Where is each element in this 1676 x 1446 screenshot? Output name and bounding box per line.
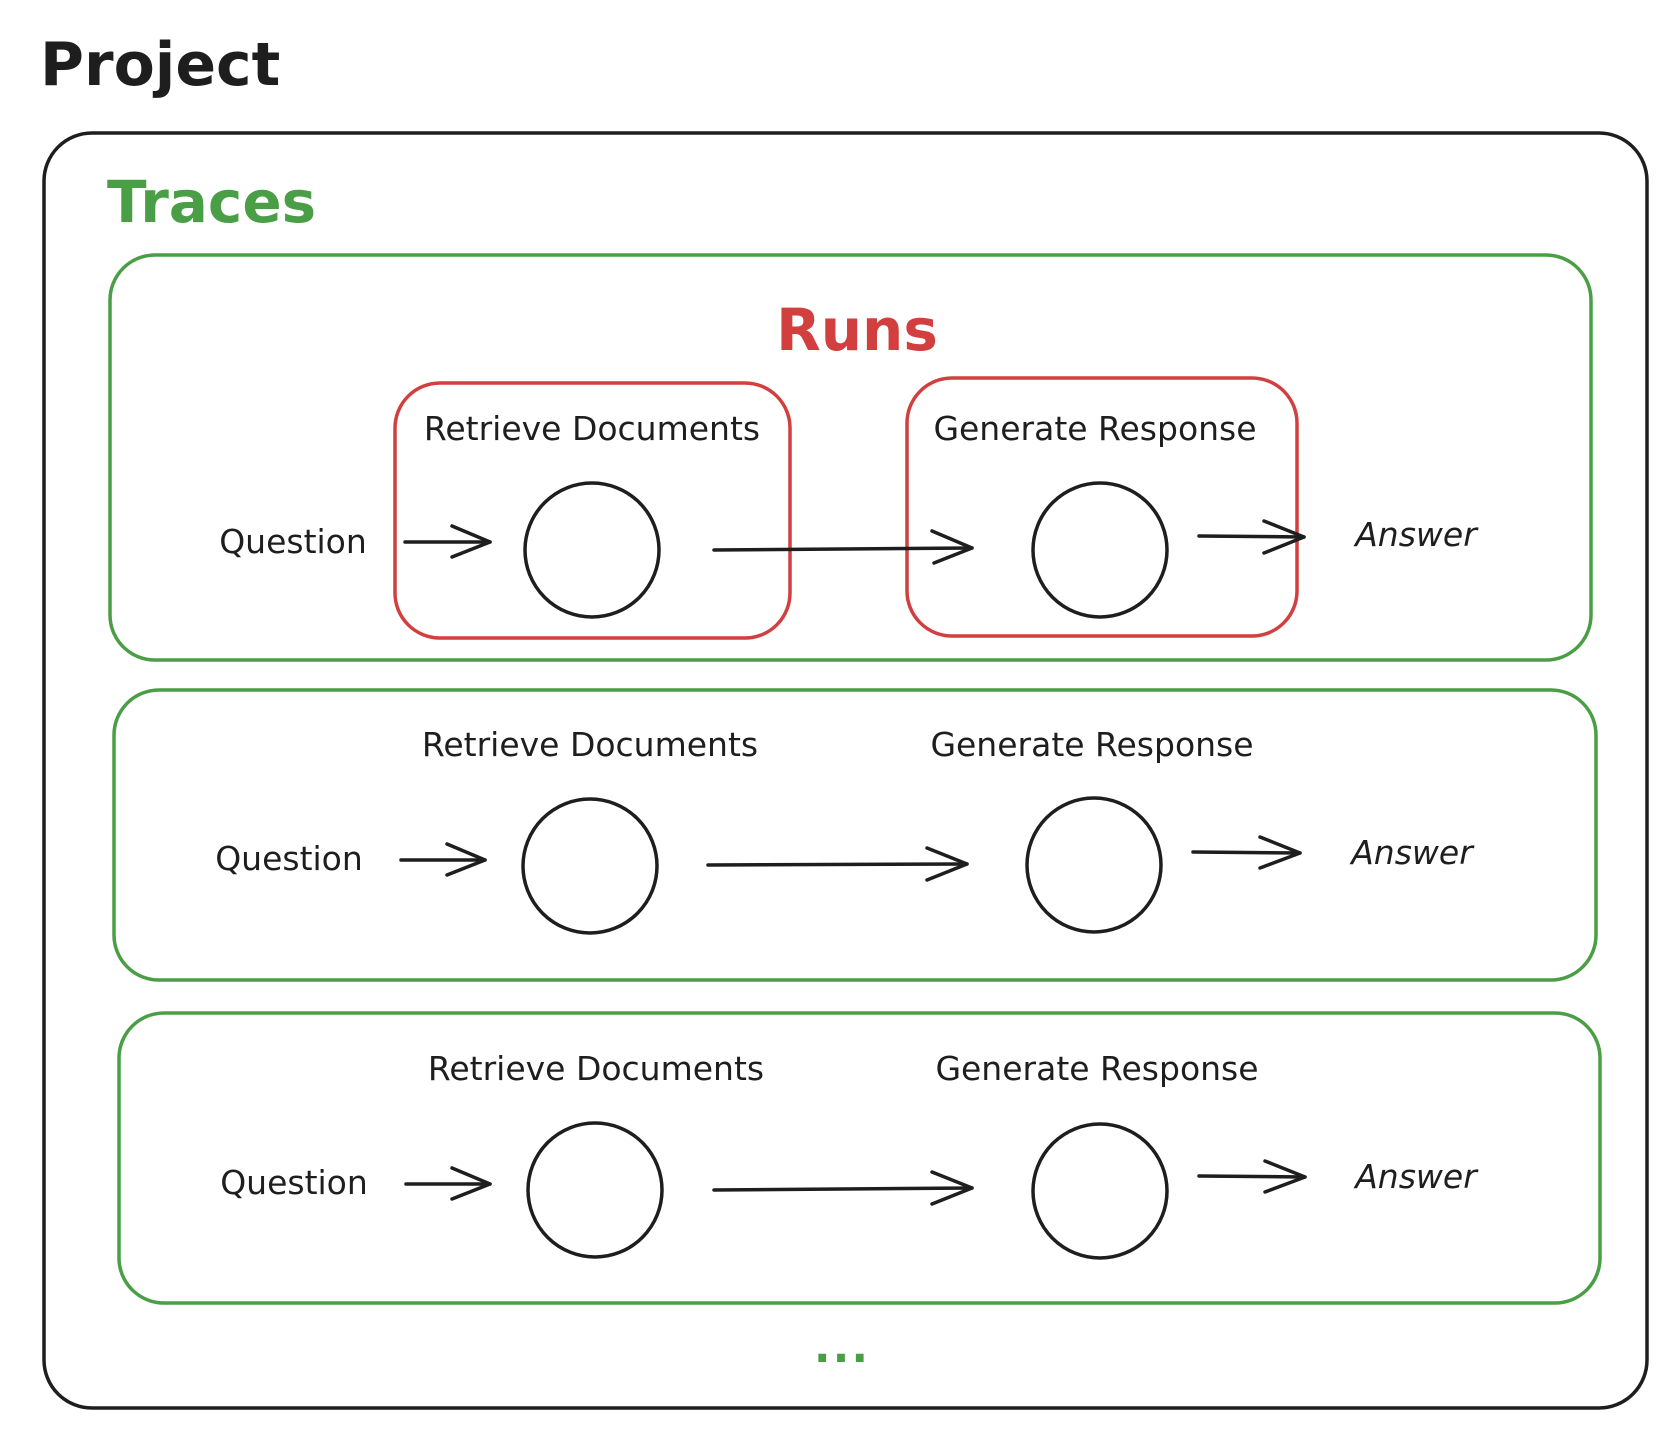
arrow-generate-to-answer [1191, 835, 1302, 870]
step-label-generate: Generate Response [930, 725, 1253, 764]
arrow-question-to-retrieve [404, 1166, 492, 1201]
run-node-retrieve [523, 481, 661, 619]
input-label: Question [215, 839, 363, 878]
trace-box [108, 253, 1593, 662]
step-label-retrieve: Retrieve Documents [424, 409, 760, 448]
step-label-generate: Generate Response [933, 409, 1256, 448]
output-label: Answer [1349, 833, 1475, 872]
trace-row-2: Retrieve Documents Generate Response Que… [112, 688, 1598, 982]
runs-label: Runs [776, 296, 938, 364]
trace-row-3: Retrieve Documents Generate Response Que… [117, 1011, 1602, 1305]
more-traces-ellipsis: ... [814, 1322, 870, 1373]
arrow-generate-to-answer [1197, 519, 1306, 555]
output-label: Answer [1353, 1157, 1479, 1196]
project-title: Project [40, 30, 280, 100]
arrow-retrieve-to-generate [712, 529, 974, 565]
arrow-retrieve-to-generate [712, 1170, 974, 1206]
run-node-generate [1031, 481, 1169, 619]
arrow-question-to-retrieve [399, 842, 487, 877]
arrow-retrieve-to-generate [706, 846, 969, 882]
input-label: Question [219, 522, 367, 561]
project-container [42, 131, 1649, 1410]
run-node-generate [1031, 1122, 1169, 1260]
run-box-retrieve [393, 381, 792, 640]
step-label-retrieve: Retrieve Documents [428, 1049, 764, 1088]
traces-label: Traces [107, 168, 316, 236]
run-box-generate [905, 376, 1299, 638]
run-node-retrieve [521, 797, 659, 935]
arrow-question-to-retrieve [403, 524, 492, 559]
input-label: Question [220, 1163, 368, 1202]
trace-row-1: Runs Retrieve Documents Generate Respons… [108, 253, 1593, 662]
trace-box [112, 688, 1598, 982]
step-label-generate: Generate Response [935, 1049, 1258, 1088]
run-node-generate [1025, 796, 1163, 934]
output-label: Answer [1353, 515, 1479, 554]
trace-box [117, 1011, 1602, 1305]
arrow-generate-to-answer [1197, 1159, 1307, 1194]
run-node-retrieve [526, 1121, 664, 1259]
step-label-retrieve: Retrieve Documents [422, 725, 758, 764]
